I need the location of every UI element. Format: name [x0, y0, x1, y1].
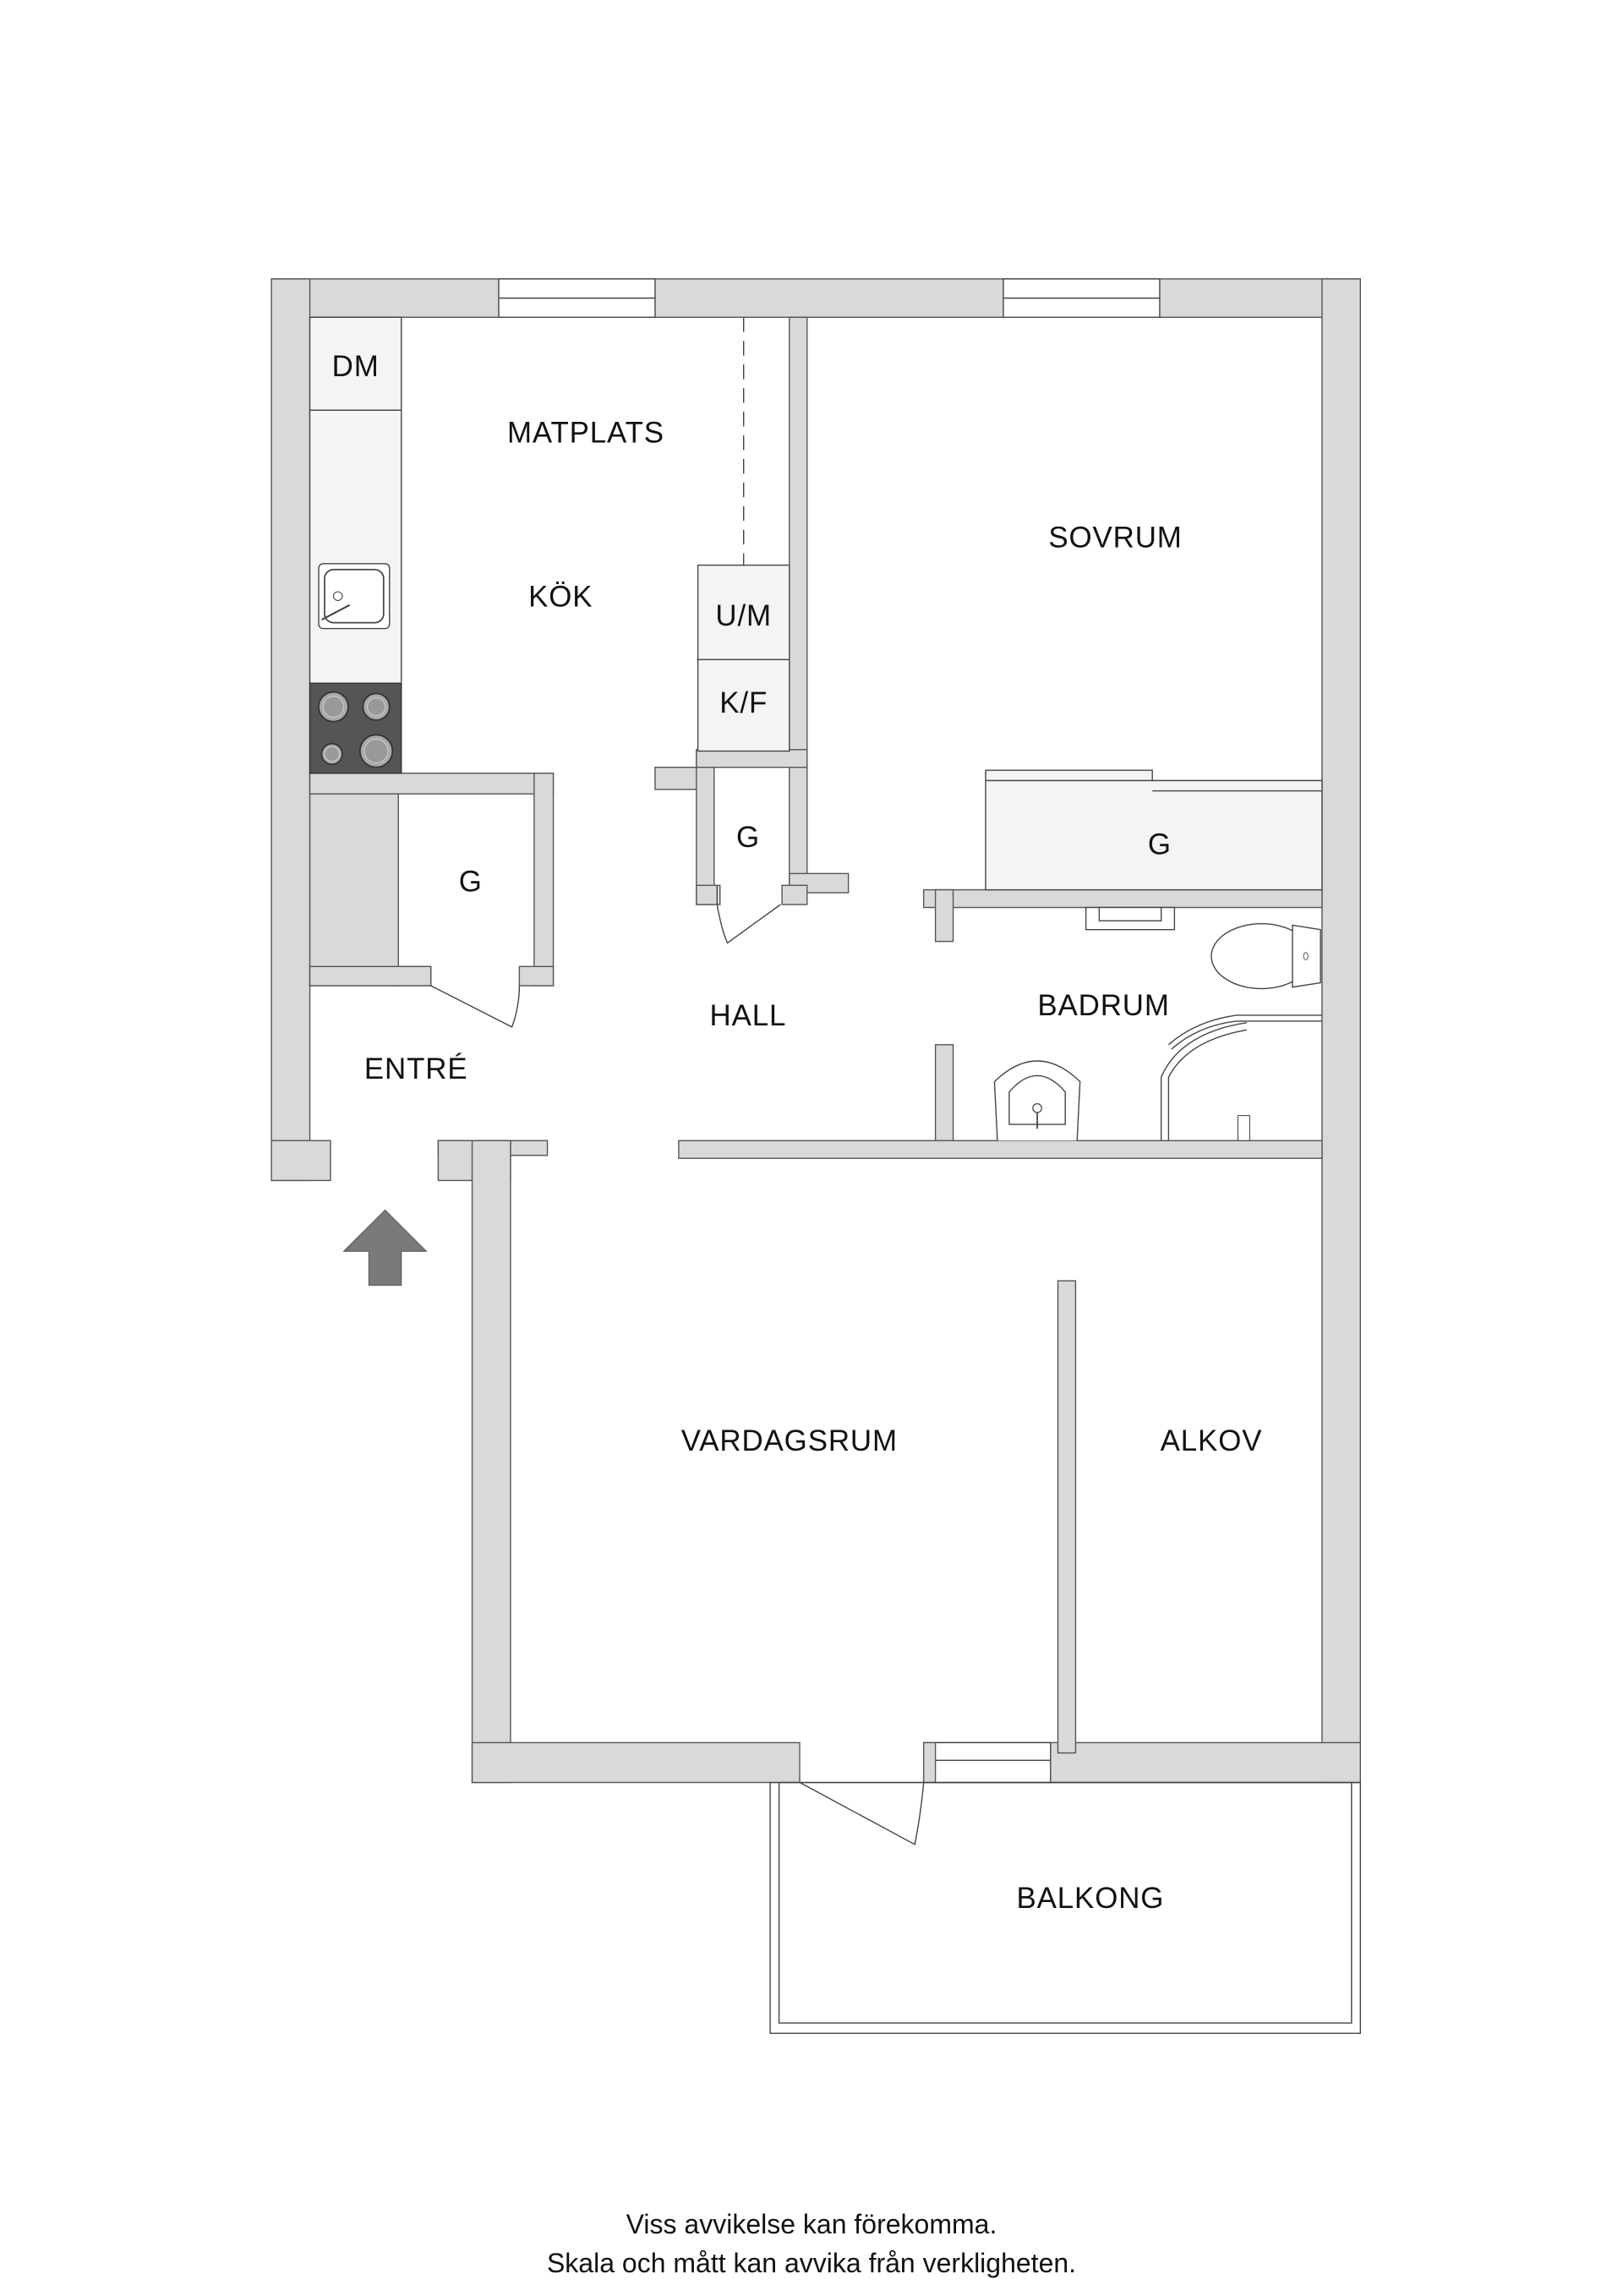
- disclaimer-line-1: Viss avvikelse kan förekomma.: [626, 2209, 997, 2239]
- label-garderob-sovrum: G: [1148, 828, 1172, 861]
- kitchen-counter: [309, 316, 790, 774]
- windows: [498, 278, 1161, 1784]
- label-garderob-hall: G: [736, 821, 760, 854]
- disclaimer-line-2: Skala och mått kan avvika från verklighe…: [546, 2248, 1077, 2278]
- label-sovrum: SOVRUM: [1048, 522, 1182, 555]
- kitchen-sink-icon: [318, 563, 391, 630]
- toilet-icon: [1210, 922, 1321, 990]
- label-hall: HALL: [710, 999, 787, 1032]
- label-matplats: MATPLATS: [507, 417, 664, 450]
- label-entre: ENTRÉ: [364, 1052, 468, 1085]
- balcony: [769, 1781, 1362, 2034]
- disclaimer: Viss avvikelse kan förekomma. Skala och …: [0, 2205, 1623, 2282]
- sovrum-wardrobe: [985, 769, 1323, 891]
- label-alkov: ALKOV: [1161, 1424, 1263, 1457]
- doors: [430, 885, 925, 1845]
- label-dm: DM: [332, 350, 380, 383]
- label-vardagsrum: VARDAGSRUM: [681, 1424, 898, 1457]
- label-um: U/M: [715, 599, 772, 632]
- label-badrum: BADRUM: [1037, 989, 1169, 1022]
- outer-walls: [270, 278, 1362, 1784]
- label-garderob-entre: G: [459, 865, 483, 898]
- bathroom-fixtures: [993, 906, 1322, 1141]
- washbasin-icon: [993, 1060, 1081, 1141]
- shower-icon: [1160, 1014, 1322, 1141]
- label-balkong: BALKONG: [1016, 1882, 1164, 1915]
- interior-walls: [309, 316, 1323, 1754]
- label-kf: K/F: [719, 686, 768, 719]
- label-kok: KÖK: [528, 580, 593, 613]
- entrance-arrow-icon: [342, 1209, 428, 1286]
